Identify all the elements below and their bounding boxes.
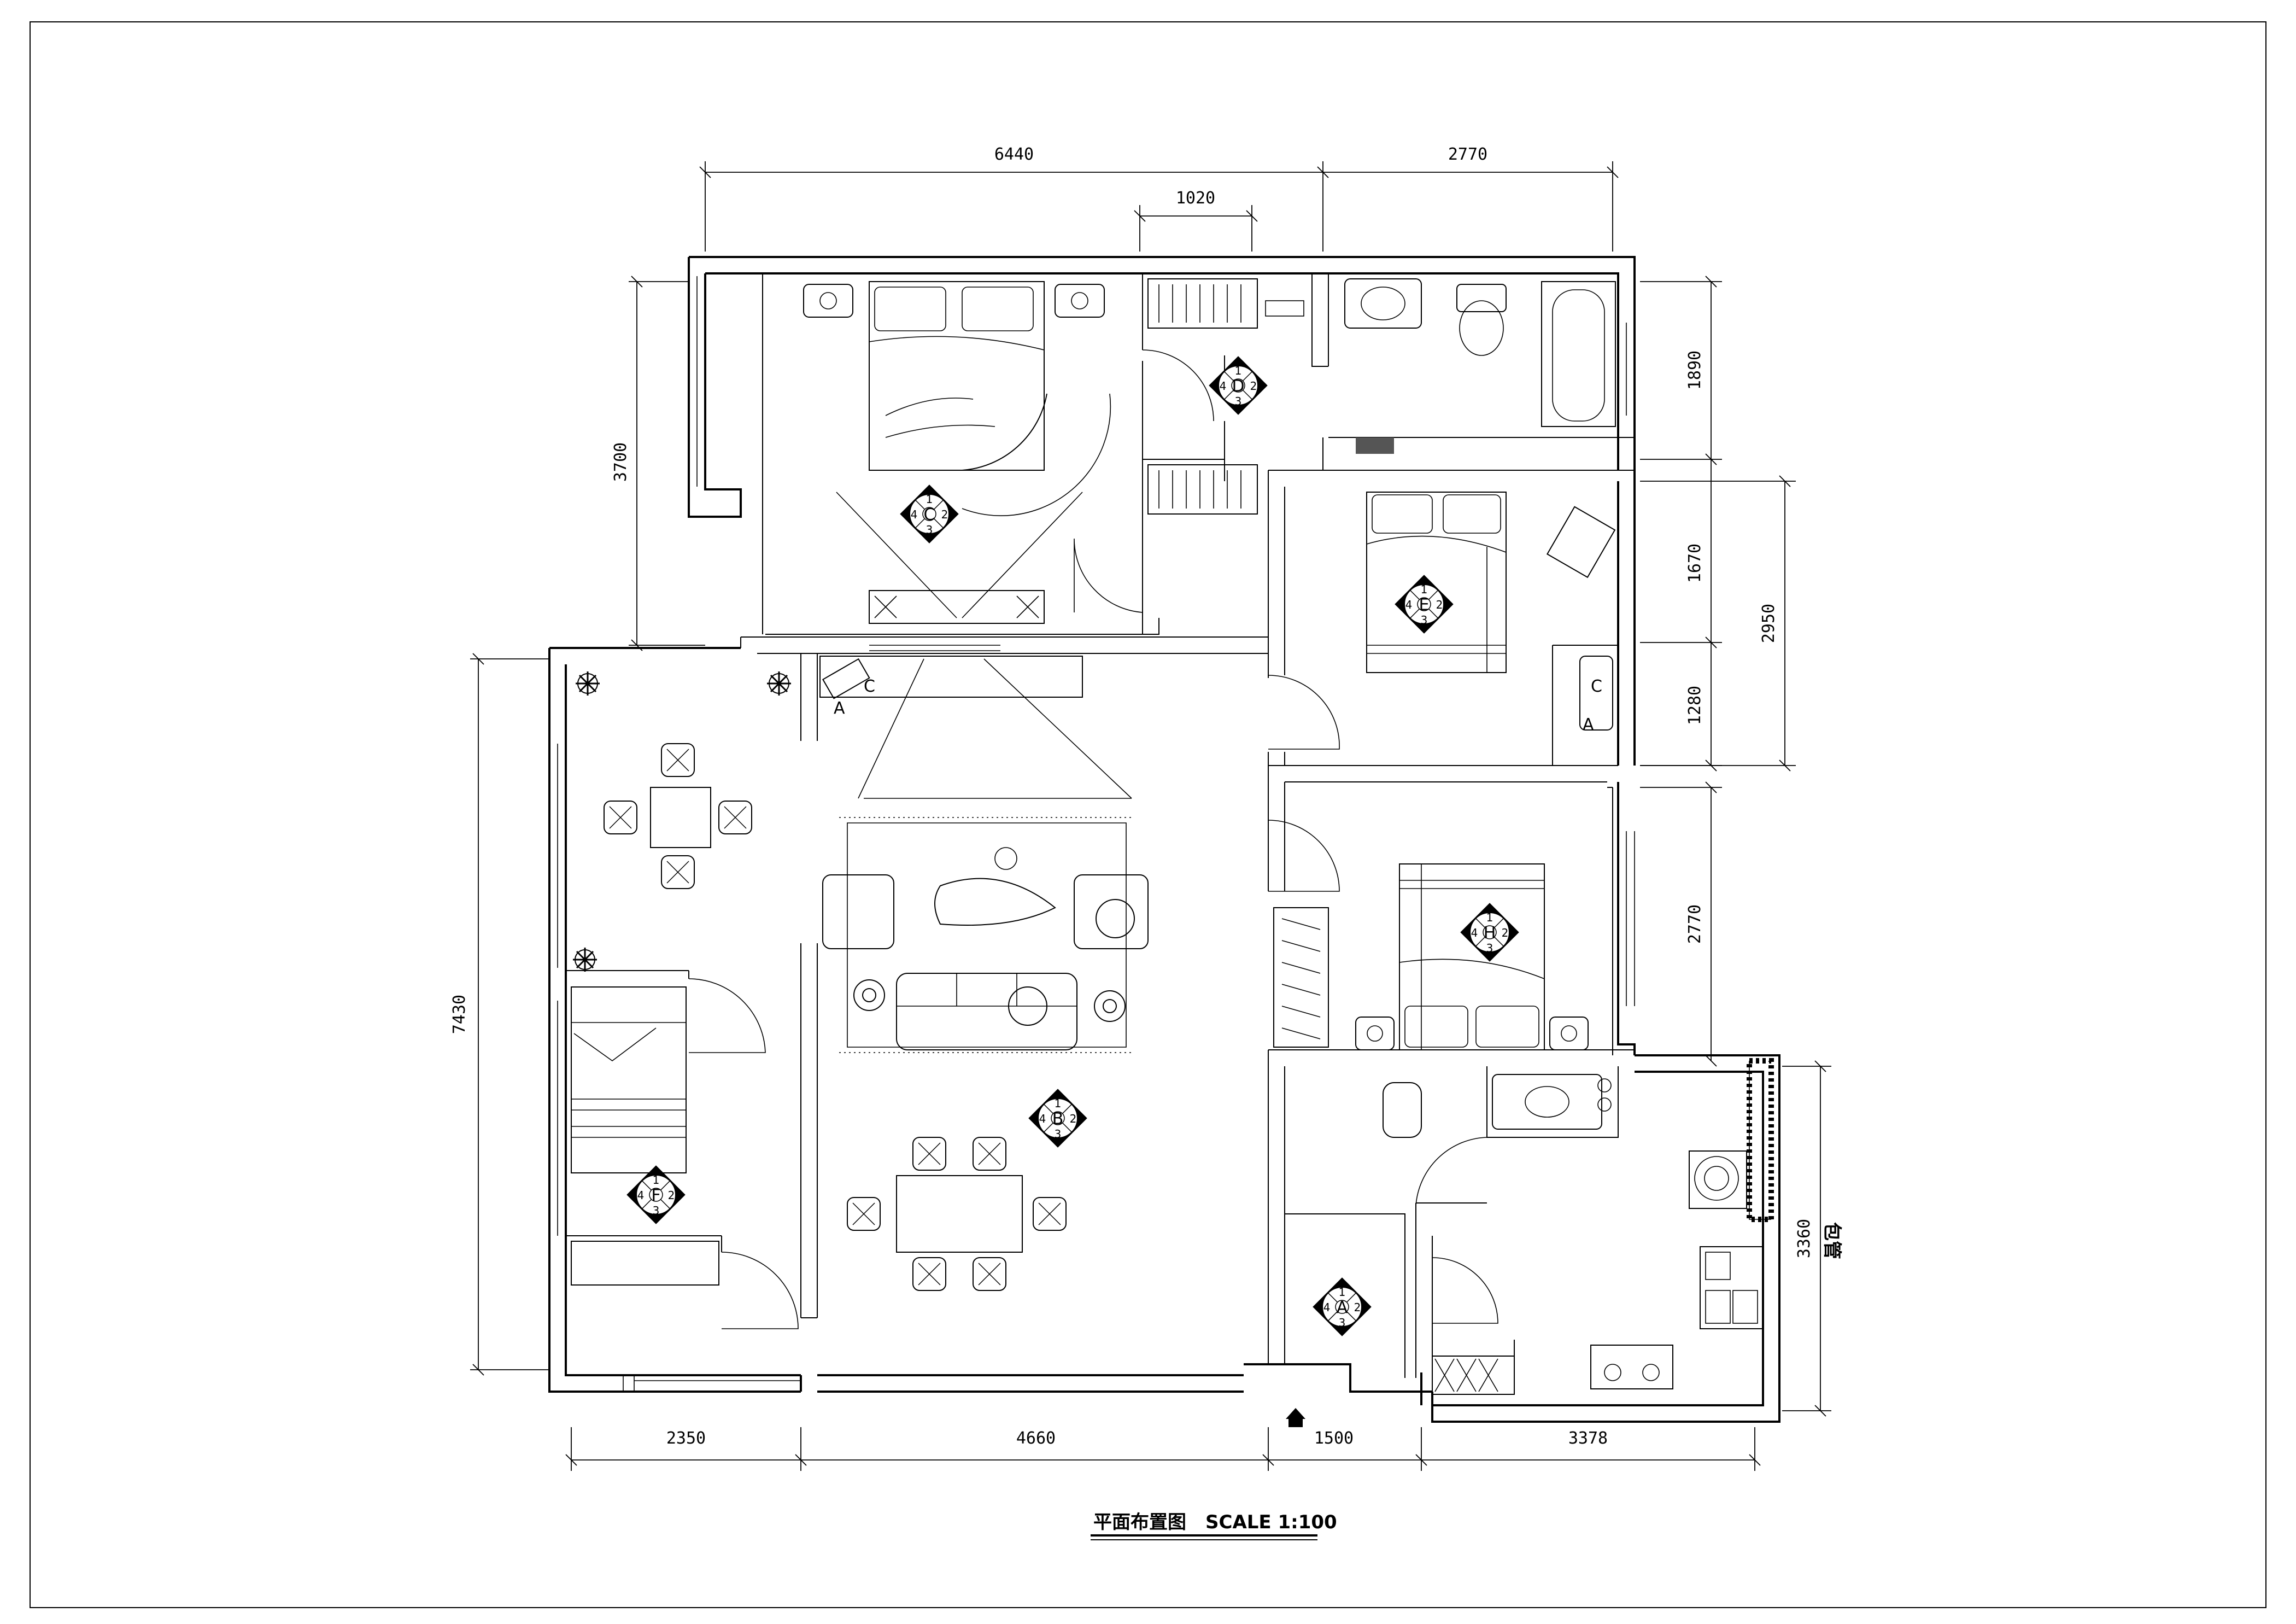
main-bathroom (1344, 278, 1616, 454)
svg-text:4: 4 (1039, 1112, 1046, 1125)
dimension-lines (470, 161, 1831, 1471)
svg-text:C: C (924, 505, 935, 524)
dim-top-6440: 6440 (994, 145, 1034, 164)
pipe-label: 包管 (1821, 1222, 1843, 1259)
dim-bottom-1500: 1500 (1314, 1429, 1354, 1448)
svg-text:4: 4 (1405, 598, 1413, 611)
svg-text:D: D (1232, 377, 1244, 396)
index-marker-b: B 1 2 3 4 (1028, 1088, 1088, 1148)
svg-text:4: 4 (911, 508, 918, 521)
svg-text:B: B (1052, 1109, 1064, 1129)
dim-right-3360: 3360 (1795, 1219, 1814, 1258)
svg-text:E: E (1419, 595, 1430, 615)
svg-text:3: 3 (1421, 614, 1428, 627)
bedroom-e-furniture (1366, 492, 1616, 731)
bedroom-f-furniture (571, 986, 719, 1286)
drawing-frame (30, 21, 2266, 1608)
dim-right-1670: 1670 (1685, 544, 1705, 583)
drawing-title: 平面布置图 SCALE 1:100 (1091, 1511, 1337, 1540)
index-marker-d: D 1 2 3 4 (1208, 355, 1268, 416)
svg-text:2: 2 (1502, 926, 1509, 939)
dim-bottom-2350: 2350 (666, 1429, 706, 1448)
svg-text:3: 3 (1235, 395, 1242, 408)
svg-text:A: A (1583, 715, 1594, 734)
drawing-title-text: 平面布置图 (1093, 1511, 1186, 1533)
index-marker-e: E 1 2 3 4 (1394, 574, 1454, 634)
svg-text:1: 1 (1421, 583, 1428, 596)
svg-text:2: 2 (1436, 598, 1443, 611)
svg-text:3: 3 (1339, 1316, 1346, 1329)
dim-bottom-4660: 4660 (1016, 1429, 1056, 1448)
walk-in-closet (1147, 278, 1304, 515)
dim-top-1020: 1020 (1176, 189, 1215, 208)
kitchen-fixtures (1432, 1058, 1774, 1395)
dimension-labels: 6440 2770 1020 3700 7430 1890 1670 1280 … (450, 145, 1843, 1448)
svg-text:1: 1 (1055, 1097, 1062, 1110)
second-bathroom (1383, 1074, 1612, 1138)
svg-text:F: F (651, 1186, 660, 1205)
dim-right-1280: 1280 (1685, 686, 1705, 725)
svg-text:2: 2 (1250, 379, 1257, 393)
ac-unit-living: A C (834, 677, 875, 718)
svg-text:C: C (864, 677, 875, 696)
windows (549, 276, 1635, 1392)
drawing-scale-text: SCALE 1:100 (1205, 1511, 1337, 1533)
svg-text:4: 4 (1220, 379, 1227, 393)
svg-text:2: 2 (1354, 1301, 1361, 1314)
exterior-walls (548, 256, 1780, 1423)
svg-text:2: 2 (668, 1189, 675, 1202)
svg-text:4: 4 (637, 1189, 645, 1202)
tv-cabinet (819, 656, 1132, 799)
svg-text:1: 1 (1486, 911, 1493, 924)
svg-text:1: 1 (926, 493, 933, 506)
svg-text:4: 4 (1323, 1301, 1331, 1314)
dim-left-7430: 7430 (450, 995, 469, 1034)
index-marker-f: F 1 2 3 4 (626, 1165, 686, 1225)
svg-text:1: 1 (653, 1173, 660, 1187)
index-marker-a: A 1 2 3 4 (1312, 1277, 1372, 1337)
svg-text:3: 3 (653, 1204, 660, 1217)
ac-unit-bedroom: A C (1583, 677, 1602, 734)
index-marker-c: C 1 2 3 4 (899, 484, 959, 544)
svg-text:4: 4 (1471, 926, 1478, 939)
dim-right-2950: 2950 (1759, 604, 1778, 643)
master-bedroom-furniture (803, 281, 1111, 624)
dim-left-3700: 3700 (611, 442, 630, 482)
svg-text:2: 2 (941, 508, 948, 521)
index-marker-h: H 1 2 3 4 (1460, 902, 1520, 962)
svg-text:3: 3 (1486, 942, 1493, 955)
dim-right-1890: 1890 (1685, 350, 1705, 390)
svg-text:1: 1 (1235, 364, 1242, 377)
interior-walls (566, 273, 1635, 1378)
svg-text:A: A (834, 699, 845, 718)
dim-right-2770: 2770 (1685, 904, 1705, 944)
dim-bottom-3378: 3378 (1568, 1429, 1608, 1448)
tea-table (572, 670, 792, 973)
svg-text:1: 1 (1339, 1286, 1346, 1299)
svg-text:3: 3 (1055, 1128, 1062, 1141)
svg-text:C: C (1591, 677, 1602, 696)
door-swings (688, 349, 1498, 1329)
entry-arrow-icon (1286, 1408, 1305, 1427)
living-room-furniture (822, 817, 1149, 1053)
dim-top-2770: 2770 (1448, 145, 1487, 164)
bedroom-h-furniture (1273, 863, 1589, 1050)
svg-text:H: H (1484, 924, 1496, 943)
svg-text:3: 3 (926, 523, 933, 536)
dining-table (847, 1137, 1067, 1291)
svg-text:2: 2 (1070, 1112, 1077, 1125)
svg-text:A: A (1337, 1298, 1348, 1317)
